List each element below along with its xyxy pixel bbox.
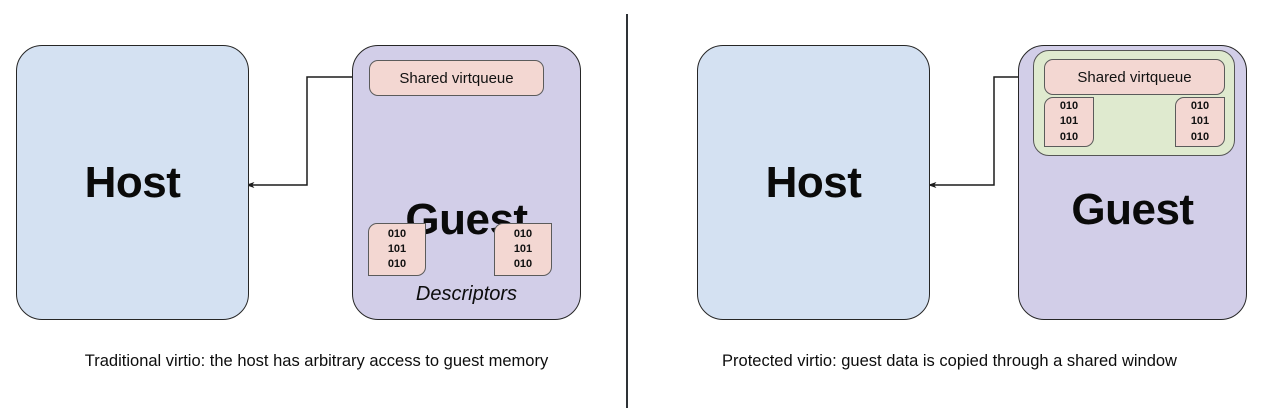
descriptor-line: 010 bbox=[387, 227, 407, 240]
descriptor-line: 010 bbox=[1190, 100, 1210, 113]
shared-virtqueue-traditional: Shared virtqueue bbox=[369, 60, 544, 96]
descriptor-line: 101 bbox=[513, 242, 533, 255]
descriptor-line: 010 bbox=[387, 258, 407, 271]
descriptor-line: 010 bbox=[1059, 100, 1079, 113]
descriptor-box-right-2: 010 101 010 bbox=[1175, 97, 1225, 147]
descriptor-box-right-1: 010 101 010 bbox=[1044, 97, 1094, 147]
host-box-traditional: Host bbox=[16, 45, 249, 320]
shared-virtqueue-protected: Shared virtqueue bbox=[1044, 59, 1225, 95]
panel-protected-virtio: Host Guest Shared virtqueue 010 101 010 … bbox=[633, 0, 1266, 408]
shared-virtqueue-label: Shared virtqueue bbox=[1077, 68, 1192, 86]
descriptor-line: 010 bbox=[513, 258, 533, 271]
panel-divider bbox=[626, 14, 628, 408]
caption-protected: Protected virtio: guest data is copied t… bbox=[722, 352, 1177, 370]
descriptor-line: 010 bbox=[1190, 130, 1210, 143]
descriptor-box-left-2: 010 101 010 bbox=[494, 223, 552, 276]
descriptor-line: 101 bbox=[1190, 115, 1210, 128]
descriptor-line: 010 bbox=[1059, 130, 1079, 143]
host-label: Host bbox=[84, 157, 181, 207]
caption-traditional: Traditional virtio: the host has arbitra… bbox=[84, 352, 549, 370]
host-box-protected: Host bbox=[697, 45, 930, 320]
guest-label: Guest bbox=[1071, 185, 1194, 234]
host-label: Host bbox=[765, 157, 862, 207]
panel-traditional-virtio: Host Guest Shared virtqueue 010 101 010 … bbox=[16, 45, 581, 370]
descriptor-box-left-1: 010 101 010 bbox=[368, 223, 426, 276]
descriptor-line: 101 bbox=[387, 242, 407, 255]
descriptors-caption: Descriptors bbox=[415, 283, 518, 305]
descriptor-line: 010 bbox=[513, 227, 533, 240]
shared-virtqueue-label: Shared virtqueue bbox=[399, 69, 514, 87]
descriptor-line: 101 bbox=[1059, 115, 1079, 128]
connector-host-virtqueue-left bbox=[245, 73, 370, 188]
